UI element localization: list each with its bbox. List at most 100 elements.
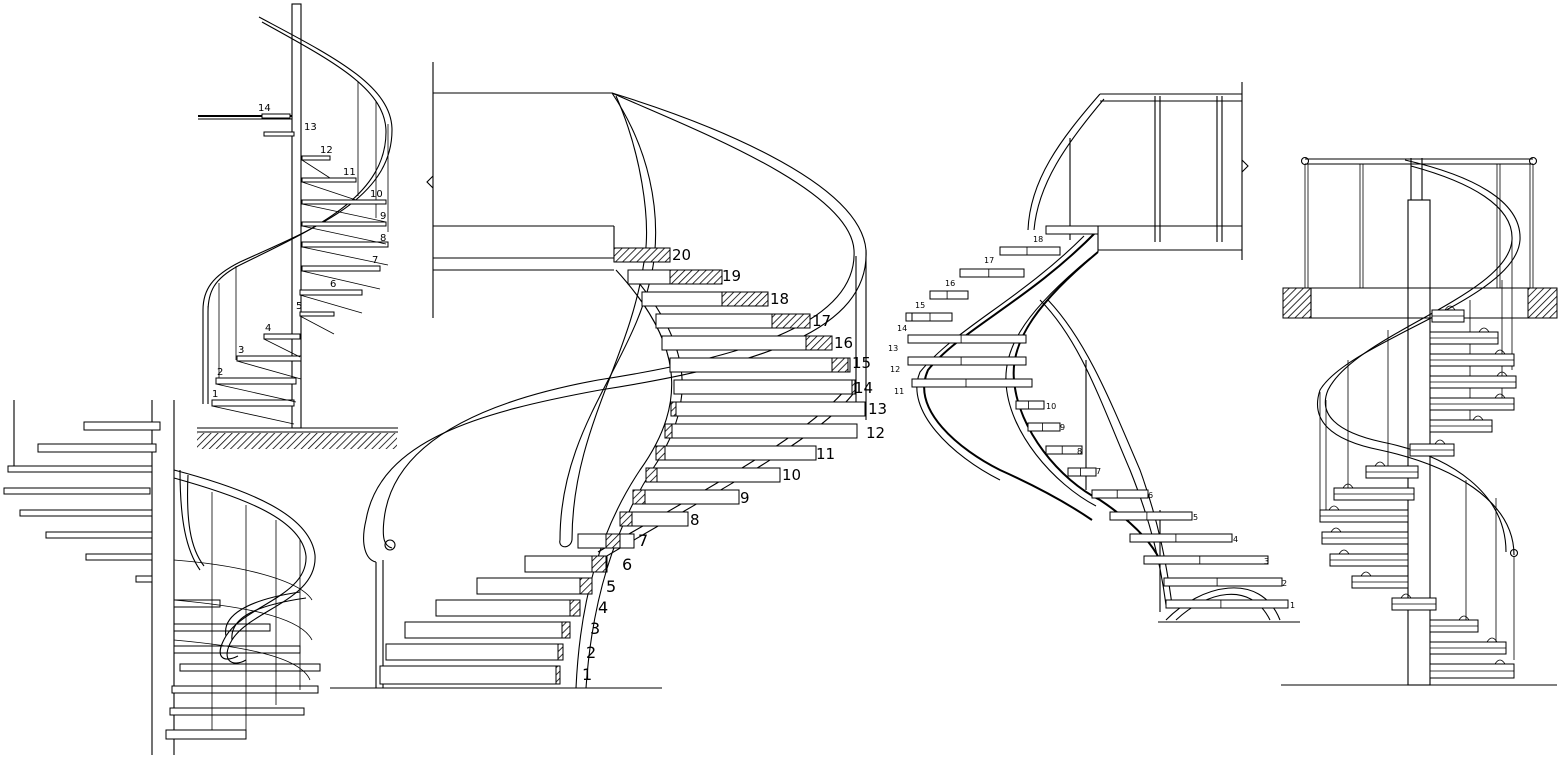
tread	[673, 379, 855, 395]
step-number-label: 12	[866, 424, 885, 442]
tread-section-hatch	[579, 577, 593, 595]
step-number-label: 7	[638, 531, 648, 550]
tread	[1163, 577, 1283, 587]
tread	[929, 290, 969, 300]
tread	[211, 399, 295, 407]
tread-section-hatch	[721, 291, 769, 307]
tread	[83, 421, 161, 431]
tread	[299, 311, 335, 317]
step-number-label: 6	[1148, 491, 1153, 500]
tread	[19, 509, 153, 517]
step-number-label: 11	[816, 445, 835, 463]
step-number-label: 5	[606, 577, 616, 596]
step-number-label: 15	[852, 354, 871, 372]
step-number-label: 3	[238, 345, 244, 356]
tread-section-hatch	[655, 445, 666, 461]
step-number-label: 14	[897, 324, 907, 333]
tread	[476, 577, 593, 595]
step-number-label: 20	[672, 246, 691, 264]
tread-section-hatch	[632, 489, 646, 505]
tread	[301, 221, 387, 227]
tread-section-hatch	[805, 335, 833, 351]
tread	[632, 489, 740, 505]
tread	[45, 531, 153, 539]
step-number-label: 4	[265, 323, 271, 334]
tread	[907, 334, 1027, 344]
step-number-label: 8	[380, 233, 386, 244]
spiral-stair-with-landing-elevation	[1281, 156, 1558, 686]
tread	[1165, 599, 1289, 609]
step-number-label: 2	[1282, 579, 1287, 588]
step-number-label: 17	[984, 256, 994, 265]
tread-section-hatch	[664, 423, 673, 439]
tread	[173, 645, 301, 654]
tread	[263, 131, 295, 137]
step-number-label: 6	[622, 555, 632, 574]
tread	[911, 378, 1033, 388]
tread	[37, 443, 157, 453]
tread	[385, 643, 563, 661]
step-number-label: 1	[582, 665, 592, 684]
step-number-label: 18	[1033, 235, 1043, 244]
tread	[236, 355, 302, 362]
tread	[7, 465, 153, 473]
step-number-label: 19	[722, 267, 741, 285]
tread	[670, 401, 866, 417]
tread	[959, 268, 1025, 278]
tread-section-hatch	[561, 621, 571, 639]
tread	[263, 333, 301, 340]
tread	[299, 289, 363, 296]
tread	[645, 467, 781, 483]
step-number-label: 13	[888, 344, 898, 353]
tread	[261, 113, 291, 119]
tread	[999, 246, 1061, 256]
tread	[404, 621, 570, 639]
tread	[215, 377, 297, 385]
tread-section-hatch	[569, 599, 581, 617]
step-number-label: 5	[1193, 513, 1198, 522]
step-number-label: 18	[770, 290, 789, 308]
step-number-label: 9	[740, 489, 750, 507]
step-number-label: 15	[915, 301, 925, 310]
tread-section-hatch	[851, 379, 856, 395]
step-number-label: 3	[590, 619, 600, 638]
step-number-label: 6	[330, 279, 336, 290]
tread	[435, 599, 581, 617]
tread-section-hatch	[670, 401, 677, 417]
step-number-label: 13	[868, 400, 887, 418]
ground-hatch	[197, 433, 397, 449]
tread-section-hatch	[771, 313, 811, 329]
step-number-label: 12	[320, 145, 333, 156]
step-number-label: 10	[370, 189, 383, 200]
step-number-label: 10	[782, 466, 801, 484]
landing-edge	[1045, 225, 1099, 235]
step-number-label: 8	[1077, 447, 1082, 456]
tread-section-hatch	[645, 467, 658, 483]
step-number-label: 12	[890, 365, 900, 374]
tread	[301, 241, 389, 248]
tread	[179, 663, 321, 672]
tread	[524, 555, 608, 573]
step-number-label: 14	[854, 379, 873, 397]
step-number-label: 1	[212, 389, 218, 400]
step-number-label: 10	[1046, 402, 1056, 411]
tread	[3, 487, 151, 495]
tread-section-hatch	[613, 247, 671, 263]
step-number-label: 11	[343, 167, 356, 178]
tread	[1129, 533, 1233, 543]
tread	[1027, 422, 1061, 432]
tread-section-hatch	[669, 269, 723, 285]
step-number-label: 9	[1060, 423, 1065, 432]
tread	[1091, 489, 1149, 499]
tread-section-hatch	[557, 643, 564, 661]
tread	[1143, 555, 1269, 565]
tread	[165, 729, 247, 740]
step-number-label: 5	[296, 301, 302, 312]
tread-section-hatch	[555, 665, 561, 685]
tread	[301, 177, 357, 183]
tread	[1067, 467, 1097, 477]
step-number-label: 4	[1233, 535, 1238, 544]
